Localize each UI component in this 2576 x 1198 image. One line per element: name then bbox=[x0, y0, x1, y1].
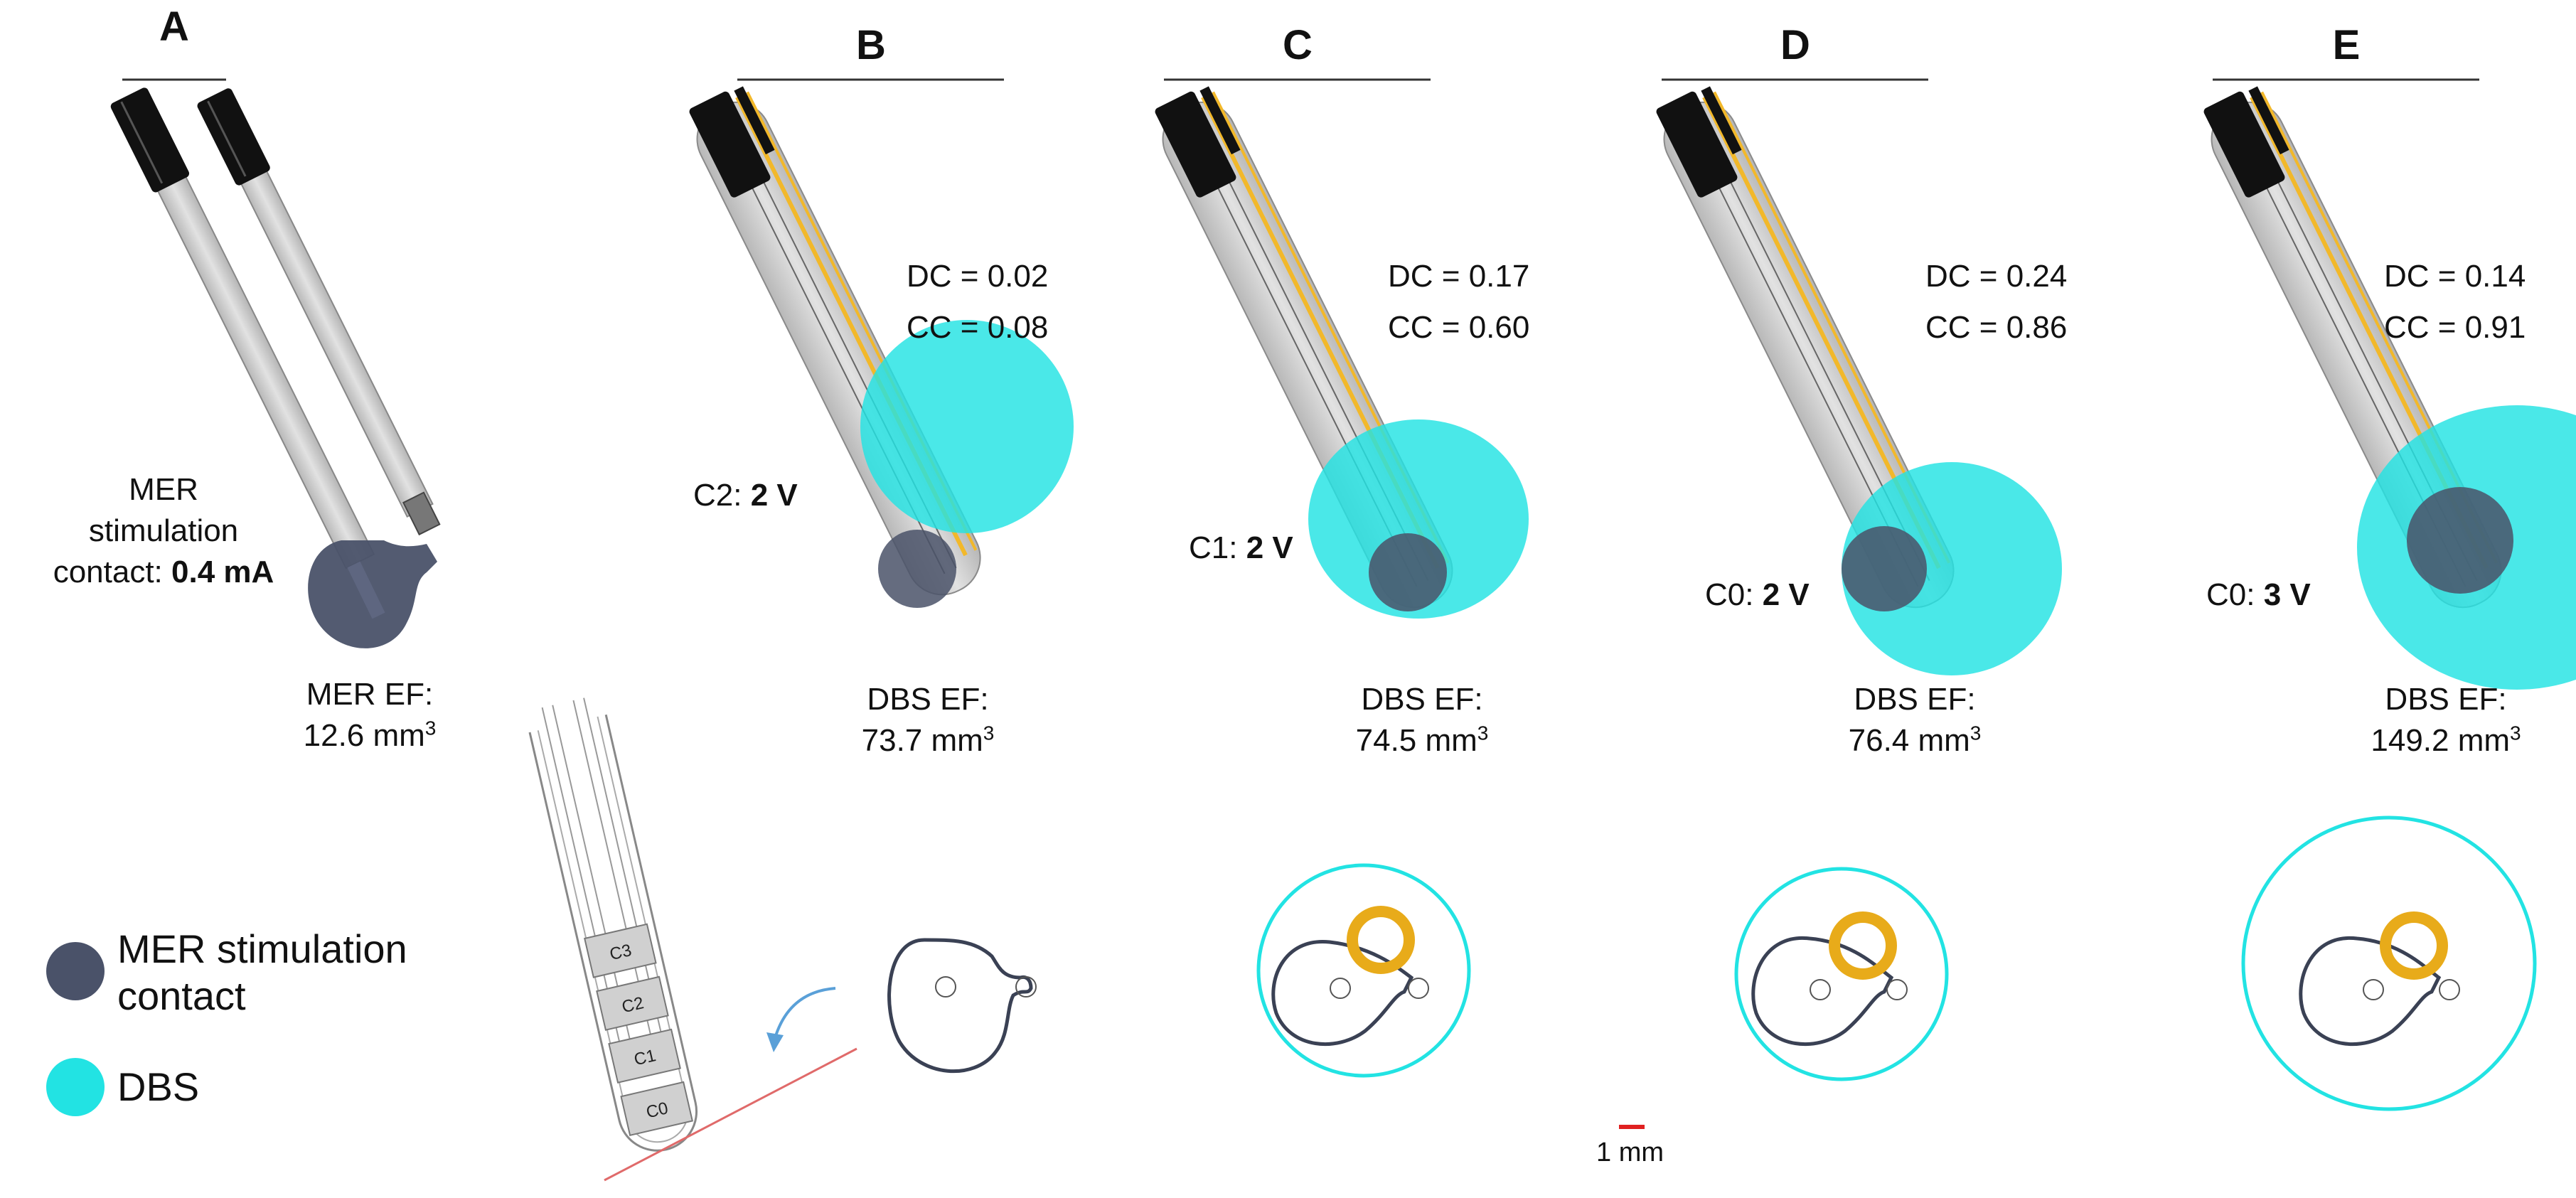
mer-ef-blob bbox=[2407, 487, 2513, 594]
panel-b-ef: DBS EF: 73.7 mm3 bbox=[861, 682, 995, 758]
panel-a-ef: MER EF: 12.6 mm3 bbox=[303, 677, 437, 753]
panel-d-contact: C0: 2 V bbox=[1705, 577, 1810, 612]
panel-e-cc: CC = 0.91 bbox=[2384, 310, 2526, 345]
cross-section-e bbox=[2241, 815, 2537, 1111]
panel-b-contact: C2: 2 V bbox=[693, 478, 798, 513]
mer-cap bbox=[2248, 86, 2289, 155]
panel-b-title: B bbox=[856, 22, 886, 68]
mer-cap bbox=[734, 86, 775, 155]
panel-d-cc: CC = 0.86 bbox=[1925, 310, 2068, 345]
panel-b-cc: CC = 0.08 bbox=[907, 310, 1049, 345]
dbs-ef-volume bbox=[1842, 462, 2062, 675]
panel-b-dc: DC = 0.02 bbox=[907, 259, 1049, 294]
mer-ef-blob bbox=[1369, 533, 1447, 611]
mer-ef-blob bbox=[1842, 526, 1927, 611]
panel-c-cc: CC = 0.60 bbox=[1388, 310, 1530, 345]
panel-c-drawing bbox=[1155, 86, 1529, 619]
panel-c-ef: DBS EF: 74.5 mm3 bbox=[1355, 682, 1489, 758]
lead-cap bbox=[1656, 91, 1738, 198]
mer-cap bbox=[1199, 86, 1241, 155]
legend-dbs-label: DBS bbox=[117, 1064, 200, 1109]
panel-d-title: D bbox=[1780, 22, 1810, 68]
panel-e-ef: DBS EF: 149.2 mm3 bbox=[2371, 682, 2521, 758]
panel-a-title: A bbox=[159, 4, 189, 50]
schematic-lead: C3 C2 C1 C0 bbox=[528, 697, 857, 1182]
panel-a-leads bbox=[110, 87, 441, 648]
panel-c-title: C bbox=[1283, 22, 1313, 68]
panel-a-stim-value: 0.4 mA bbox=[171, 555, 274, 589]
panel-c-dc: DC = 0.17 bbox=[1388, 259, 1530, 294]
legend-mer-swatch bbox=[46, 942, 105, 1000]
schematic-label-c3: C3 bbox=[608, 941, 634, 964]
dbs-ef-volume bbox=[860, 320, 1074, 533]
cross-section-c bbox=[1256, 863, 1471, 1078]
panel-a-stim-label: MER stimulation contact: 0.4 mA bbox=[53, 472, 274, 589]
schematic-label-c0: C0 bbox=[644, 1098, 670, 1122]
dbs-ef-volume bbox=[1308, 419, 1529, 619]
schematic-label-c2: C2 bbox=[620, 993, 646, 1017]
panel-d-drawing bbox=[1656, 86, 2062, 675]
panel-e-drawing bbox=[2203, 86, 2576, 690]
panel-e-dc: DC = 0.14 bbox=[2384, 259, 2526, 294]
legend-dbs-swatch bbox=[46, 1058, 105, 1116]
panel-d-ef: DBS EF: 76.4 mm3 bbox=[1848, 682, 1982, 758]
panel-b-drawing bbox=[689, 86, 1074, 608]
cross-section-d bbox=[1734, 867, 1949, 1081]
panel-e-contact: C0: 3 V bbox=[2206, 577, 2311, 612]
lead-cap bbox=[1155, 91, 1236, 198]
scale-bar-label: 1 mm bbox=[1596, 1138, 1664, 1167]
panel-d-dc: DC = 0.24 bbox=[1925, 259, 2068, 294]
cross-section-b bbox=[887, 938, 1037, 1074]
cut-plane-line bbox=[604, 1047, 857, 1182]
curved-arrow bbox=[774, 987, 836, 1039]
lead-cap bbox=[2203, 91, 2285, 198]
panel-e-title: E bbox=[2332, 22, 2361, 68]
schematic-label-c1: C1 bbox=[632, 1046, 658, 1069]
legend-mer-label: MER stimulation contact bbox=[117, 926, 407, 1018]
lead-cap bbox=[689, 91, 771, 198]
mer-ef-blob bbox=[878, 530, 956, 608]
panel-c-contact: C1: 2 V bbox=[1189, 530, 1293, 565]
mer-cap bbox=[1701, 86, 1742, 155]
